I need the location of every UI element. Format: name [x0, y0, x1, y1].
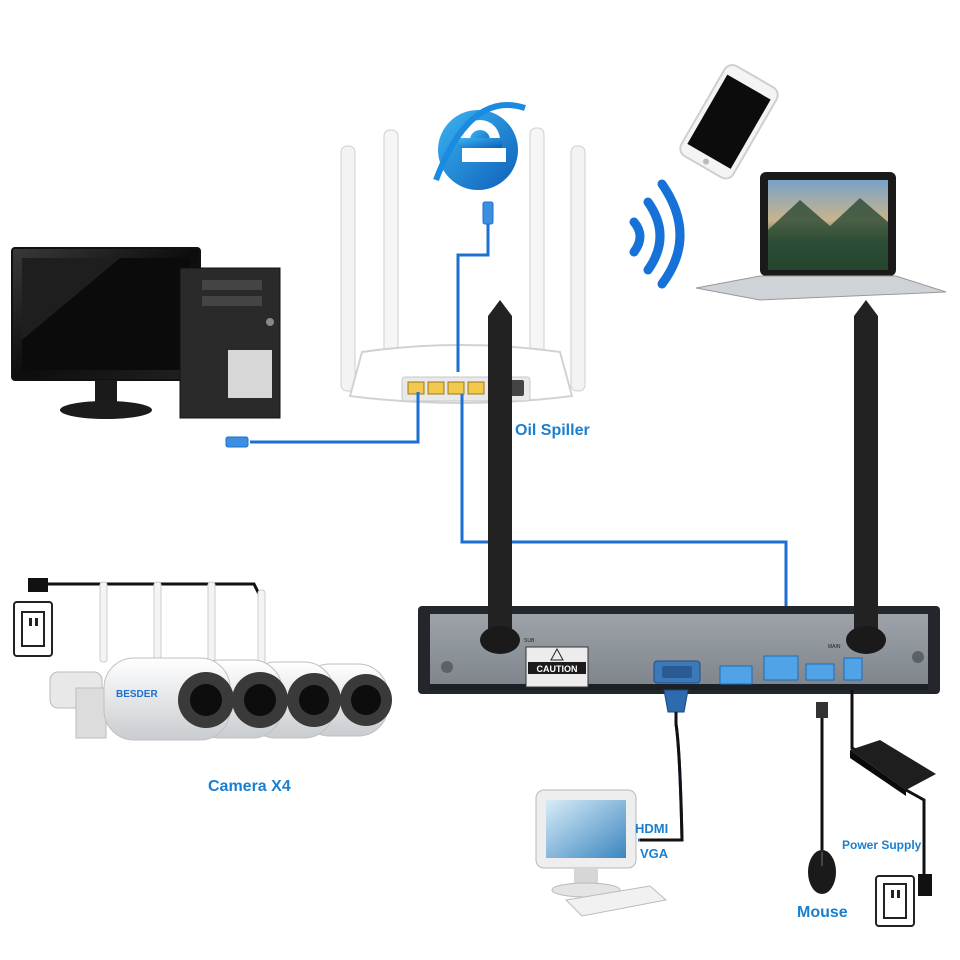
vga-cable: [640, 689, 689, 842]
main-antenna-label: MAIN: [828, 644, 841, 650]
sub-antenna-label: SUB: [524, 638, 535, 644]
monitor-display: [535, 789, 668, 917]
hdmi-label: HDMI: [635, 821, 669, 836]
network-cables: [250, 222, 788, 842]
desktop-computer: [11, 247, 281, 419]
internet-explorer-icon: [433, 102, 526, 190]
camera-brand-text: BESDER: [116, 689, 158, 700]
router: [340, 127, 586, 404]
cameras-label: Camera X4: [208, 778, 291, 795]
wan-label: WAN: [776, 686, 788, 692]
mouse-label: Mouse: [797, 904, 848, 921]
router-label: Oil Spiller: [515, 422, 590, 439]
vga-label: VGA: [640, 846, 669, 861]
laptop-icon: [695, 172, 947, 301]
power-supply-label: Power Supply: [842, 838, 922, 852]
smartphone-icon: [679, 63, 779, 180]
caution-label: CAUTION: [537, 664, 578, 674]
dc-label: DC12V: [844, 686, 861, 692]
mouse: [808, 702, 836, 894]
wifi-signal-icon: [629, 179, 685, 289]
ip-camera-1: BESDER: [49, 581, 234, 741]
power-supply: [850, 690, 936, 927]
nvr-recorder: CAUTION SUB MAIN HD OUTPUT WAN USB DC12V: [418, 300, 940, 694]
hd-output-label: HD OUTPUT: [722, 686, 751, 692]
usb-label: USB: [814, 686, 825, 692]
